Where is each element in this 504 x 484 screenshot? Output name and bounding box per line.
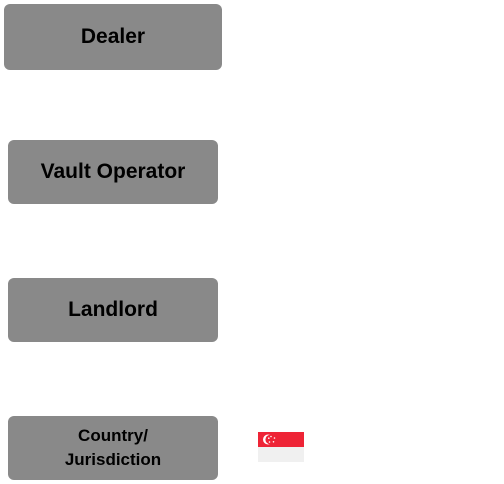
dealer-label: Dealer [80,25,146,48]
flag-star [270,435,272,438]
vault-operator-box: Vault Operator [8,140,218,204]
flag-white-band [258,447,304,462]
vault-operator-label: Vault Operator [40,160,186,183]
country-jurisdiction-box: Country/ Jurisdiction [8,416,218,480]
country-label-line1: Country/ [78,426,148,445]
dealer-box: Dealer [4,4,222,70]
flag-star [272,441,275,443]
country-label-line2: Jurisdiction [64,450,162,469]
singapore-flag-icon [258,432,304,462]
flag-star [268,437,270,439]
flag-star [273,437,276,439]
landlord-label: Landlord [68,298,158,321]
flag-star [268,441,271,443]
landlord-box: Landlord [8,278,218,342]
flag-crescent-inner [265,434,275,445]
